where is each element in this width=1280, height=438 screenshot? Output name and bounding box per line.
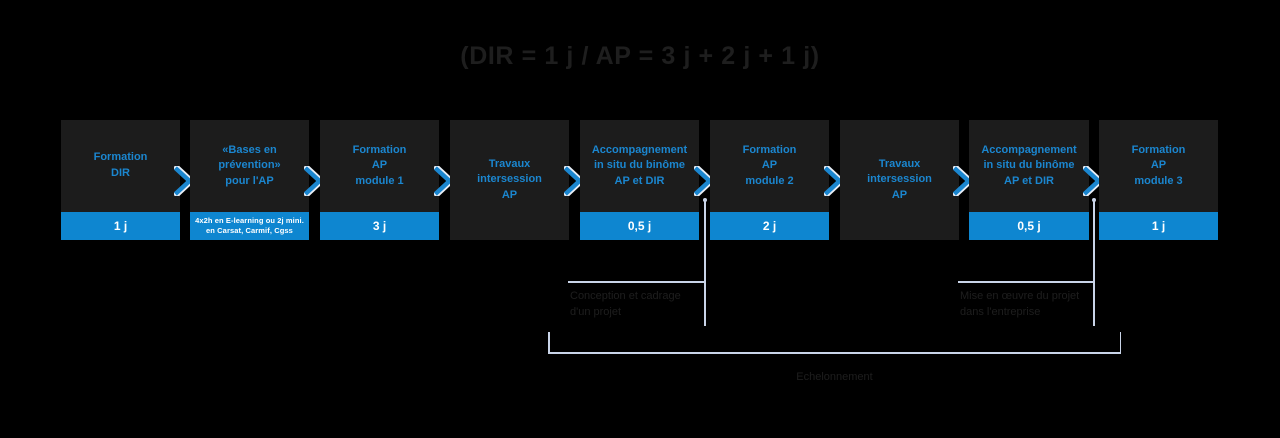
step-box-formation-ap-module-3[interactable]: Formation AP module 3 1 j (1099, 120, 1218, 240)
bracket-span (548, 352, 1121, 354)
step-duration-formation-ap-module-3: 1 j (1099, 212, 1218, 240)
step-duration-formation-dir: 1 j (61, 212, 180, 240)
step-label-formation-ap-module-2: Formation AP module 2 (742, 143, 797, 187)
step-box-accompagnement-in-situ-2[interactable]: Accompagnement in situ du binôme AP et D… (969, 120, 1089, 240)
step-box-formation-dir[interactable]: Formation DIR 1 j (61, 120, 180, 240)
step-box-bases-en-prevention[interactable]: «Bases en prévention» pour l'AP 4x2h en E… (190, 120, 309, 240)
step-label-formation-ap-module-1: Formation AP module 1 (352, 143, 407, 187)
bracket-label-echelonnement: Echelonnement (796, 371, 873, 383)
step-box-formation-ap-module-2[interactable]: Formation AP module 2 2 j (710, 120, 829, 240)
step-label-bases-en-prevention: «Bases en prévention» pour l'AP (218, 143, 281, 187)
step-label-travaux-intersession-ap-2: Travaux intersession AP (867, 157, 932, 201)
step-duration-formation-ap-module-2: 2 j (710, 212, 829, 240)
drop-line-right (1093, 200, 1095, 326)
annotation-rule-right (958, 281, 1094, 283)
step-label-travaux-intersession-ap-1: Travaux intersession AP (477, 157, 542, 201)
step-label-accompagnement-in-situ-2: Accompagnement in situ du binôme AP et D… (981, 143, 1077, 187)
step-box-travaux-intersession-ap-2[interactable]: Travaux intersession AP (840, 120, 959, 240)
page-title: (DIR = 1 j / AP = 3 j + 2 j + 1 j) (460, 42, 820, 70)
annotation-text-mise-en-oeuvre: Mise en œuvre du projet dans l'entrepris… (960, 290, 1080, 318)
step-box-travaux-intersession-ap-1[interactable]: Travaux intersession AP (450, 120, 569, 240)
step-label-accompagnement-in-situ-1: Accompagnement in situ du binôme AP et D… (591, 143, 688, 187)
annotation-text-conception-cadrage: Conception et cadrage d'un projet (570, 290, 681, 318)
drop-line-left (704, 200, 706, 326)
step-duration-formation-ap-module-1: 3 j (320, 212, 439, 240)
step-box-formation-ap-module-1[interactable]: Formation AP module 1 3 j (320, 120, 439, 240)
bracket-left-stub (548, 332, 550, 353)
step-box-accompagnement-in-situ-1[interactable]: Accompagnement in situ du binôme AP et D… (580, 120, 699, 240)
step-duration-bases-en-prevention: 4x2h en E-learning ou 2j mini. en Carsat… (190, 212, 309, 240)
step-duration-accompagnement-in-situ-2: 0,5 j (969, 212, 1089, 240)
step-duration-accompagnement-in-situ-1: 0,5 j (580, 212, 699, 240)
step-label-formation-ap-module-3: Formation AP module 3 (1131, 143, 1186, 187)
annotation-rule-left (568, 281, 705, 283)
step-label-formation-dir: Formation DIR (93, 151, 148, 179)
bracket-right-stub (1119, 332, 1122, 353)
